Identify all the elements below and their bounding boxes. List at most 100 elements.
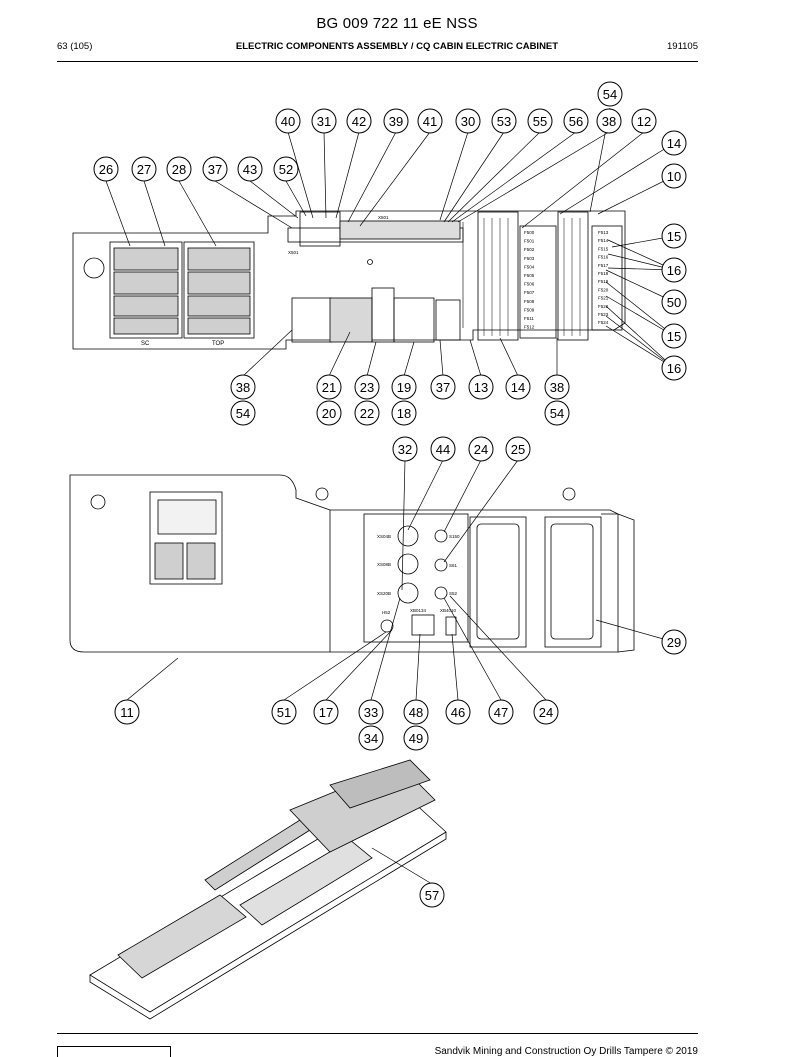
callout-c31: 31 [311, 108, 337, 134]
footer-copyright: Sandvik Mining and Construction Oy Drill… [434, 1046, 698, 1057]
top-view-mounting-plate [72, 210, 626, 350]
callout-number: 14 [511, 380, 525, 395]
callout-number: 25 [511, 442, 525, 457]
header-rule [57, 61, 698, 62]
callout-c51: 51 [271, 699, 297, 725]
callout-c10: 10 [661, 163, 687, 189]
date-code: 191105 [667, 41, 698, 52]
label-x501: X501 [288, 250, 299, 255]
page-number: 63 (105) [57, 41, 93, 52]
callout-number: 46 [451, 705, 465, 720]
callout-c13: 13 [468, 374, 494, 400]
callout-number: 37 [208, 162, 222, 177]
fuse-label: F512 [524, 325, 535, 330]
fuse-label: F503 [524, 256, 535, 261]
callout-number: 44 [436, 442, 450, 457]
company-logo [57, 1046, 171, 1057]
document-code: BG 009 722 11 eE NSS [316, 15, 478, 32]
callout-number: 21 [322, 380, 336, 395]
callout-number: 40 [281, 114, 295, 129]
callout-number: 24 [539, 705, 553, 720]
fuse-label: F508 [524, 299, 535, 304]
callout-c16b: 16 [661, 355, 687, 381]
label-xb0134: XB0134 [410, 608, 427, 613]
callout-c19: 19 [391, 374, 417, 400]
fuse-label: F505 [524, 273, 535, 278]
callout-c24b: 24 [533, 699, 559, 725]
callout-c24a: 24 [468, 436, 494, 462]
callout-c27: 27 [131, 156, 157, 182]
callout-c15b: 15 [661, 323, 687, 349]
callout-number: 10 [667, 169, 681, 184]
callout-number: 16 [667, 263, 681, 278]
callout-c48: 48 [403, 699, 429, 725]
callout-number: 53 [497, 114, 511, 129]
callout-c21: 21 [316, 374, 342, 400]
label-xs04b: XS04B [377, 534, 391, 539]
callout-number: 17 [319, 705, 333, 720]
top-view-labels: X501 X501 SC TOP F500F501F502F503F504F50… [141, 215, 609, 347]
fuse-label: F523 [598, 312, 609, 317]
callout-c40: 40 [275, 108, 301, 134]
callout-number: 12 [637, 114, 651, 129]
fuse-label: F504 [524, 264, 535, 269]
callout-c37a: 37 [202, 156, 228, 182]
callout-number: 32 [398, 442, 412, 457]
label-sc: SC [141, 341, 150, 347]
callout-c55: 55 [527, 108, 553, 134]
callout-number: 33 [364, 705, 378, 720]
callout-c15a: 15 [661, 223, 687, 249]
callout-c49: 49 [403, 725, 429, 751]
fuse-label: F524 [598, 320, 609, 325]
callout-number: 38 [236, 380, 250, 395]
callout-number: 34 [364, 731, 378, 746]
callout-c12: 12 [631, 108, 657, 134]
callout-number: 11 [120, 705, 134, 720]
callout-c41: 41 [417, 108, 443, 134]
callout-number: 56 [569, 114, 583, 129]
callout-c38b: 38 [230, 374, 256, 400]
label-s52: S52 [449, 591, 458, 596]
fuse-label: F520 [598, 287, 609, 292]
label-s150: S150 [449, 534, 460, 539]
callout-number: 57 [425, 888, 439, 903]
label-h52: H52 [382, 610, 391, 615]
fuse-label: F521 [598, 296, 609, 301]
callout-c18: 18 [391, 400, 417, 426]
switch-panel-labels: XS04B XS08B XS20B S150 S61 S52 H52 XB013… [377, 534, 460, 615]
label-xs20b: XS20B [377, 591, 391, 596]
callout-number: 20 [322, 406, 336, 421]
label-s61: S61 [449, 563, 458, 568]
callout-number: 50 [667, 295, 681, 310]
callout-c43: 43 [237, 156, 263, 182]
callout-c54a: 54 [597, 81, 623, 107]
fuse-labels-left: F500F501F502F503F504F505F506F507F508F509… [524, 230, 535, 330]
callout-c38a: 38 [596, 108, 622, 134]
callout-number: 47 [494, 705, 508, 720]
callout-number: 52 [279, 162, 293, 177]
label-xb4010: XB4010 [440, 608, 457, 613]
label-top: TOP [212, 341, 224, 347]
callout-number: 13 [474, 380, 488, 395]
fuse-label: F519 [598, 279, 609, 284]
callout-number: 24 [474, 442, 488, 457]
callout-c56: 56 [563, 108, 589, 134]
callout-number: 29 [667, 635, 681, 650]
callout-number: 19 [397, 380, 411, 395]
callout-number: 31 [317, 114, 331, 129]
callout-number: 37 [436, 380, 450, 395]
fuse-label: F509 [524, 307, 535, 312]
callout-number: 18 [397, 406, 411, 421]
callout-c42: 42 [346, 108, 372, 134]
callout-number: 22 [360, 406, 374, 421]
fuse-label: F515 [598, 246, 609, 251]
callout-c20: 20 [316, 400, 342, 426]
fuse-label: F500 [524, 230, 535, 235]
callout-number: 15 [667, 329, 681, 344]
callout-c54b: 54 [230, 400, 256, 426]
fuse-label: F516 [598, 255, 609, 260]
callout-c17: 17 [313, 699, 339, 725]
callout-c52: 52 [273, 156, 299, 182]
